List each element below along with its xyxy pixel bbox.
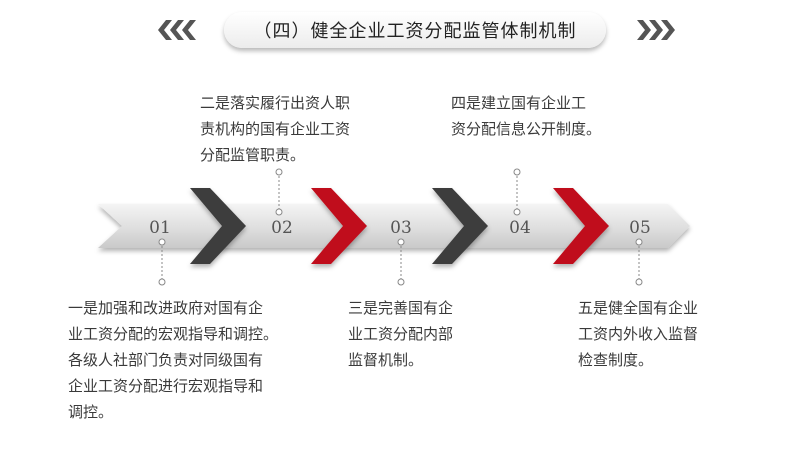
connector-3: [397, 238, 405, 286]
step-text-line: 监督机制。: [348, 351, 424, 369]
step-text-line: 三是完善国有企: [348, 299, 454, 317]
step-text-5: 五是健全国有企业 工资内外收入监督 检查制度。: [578, 295, 728, 373]
page-title: （四）健全企业工资分配监管体制机制: [224, 12, 606, 48]
step-text-line: 责机构的国有企业工资: [200, 120, 351, 138]
chevron-1-dark: [190, 188, 246, 264]
step-text-line: 资分配信息公开制度。: [451, 120, 602, 138]
step-text-line: 一是加强和改进政府对国有企: [68, 299, 264, 317]
chevron-4-red: [553, 188, 609, 264]
step-text-line: 四是建立国有企业工: [451, 94, 587, 112]
step-number-1: 01: [149, 218, 171, 238]
step-text-1: 一是加强和改进政府对国有企 业工资分配的宏观指导和调控。 各级人社部门负责对同级…: [68, 295, 303, 425]
step-text-2: 二是落实履行出资人职 责机构的国有企业工资 分配监管职责。: [200, 90, 380, 168]
step-text-line: 企业工资分配进行宏观指导和: [68, 377, 264, 395]
step-text-line: 业工资分配内部: [348, 325, 454, 343]
chevron-3-dark: [432, 188, 488, 264]
timeline-band: [98, 204, 690, 248]
chevron-2-red: [311, 188, 367, 264]
step-text-line: 调控。: [68, 403, 114, 421]
step-number-2: 02: [271, 218, 293, 238]
connector-4: [513, 168, 521, 216]
step-number-4: 04: [509, 218, 531, 238]
step-text-4: 四是建立国有企业工 资分配信息公开制度。: [451, 90, 626, 142]
step-number-5: 05: [629, 218, 651, 238]
step-text-line: 分配监管职责。: [200, 146, 306, 164]
step-text-line: 检查制度。: [578, 351, 654, 369]
step-number-3: 03: [390, 218, 412, 238]
triple-chevron-left-icon: [158, 20, 196, 40]
step-text-line: 二是落实履行出资人职: [200, 94, 351, 112]
triple-chevron-right-icon: [637, 20, 675, 40]
connector-5: [635, 238, 643, 286]
step-text-line: 各级人社部门负责对同级国有: [68, 351, 264, 369]
step-text-3: 三是完善国有企 业工资分配内部 监督机制。: [348, 295, 478, 373]
connector-2: [275, 168, 283, 216]
step-text-line: 业工资分配的宏观指导和调控。: [68, 325, 279, 343]
step-text-line: 工资内外收入监督: [578, 325, 699, 343]
step-text-line: 五是健全国有企业: [578, 299, 699, 317]
connector-1: [158, 238, 166, 286]
